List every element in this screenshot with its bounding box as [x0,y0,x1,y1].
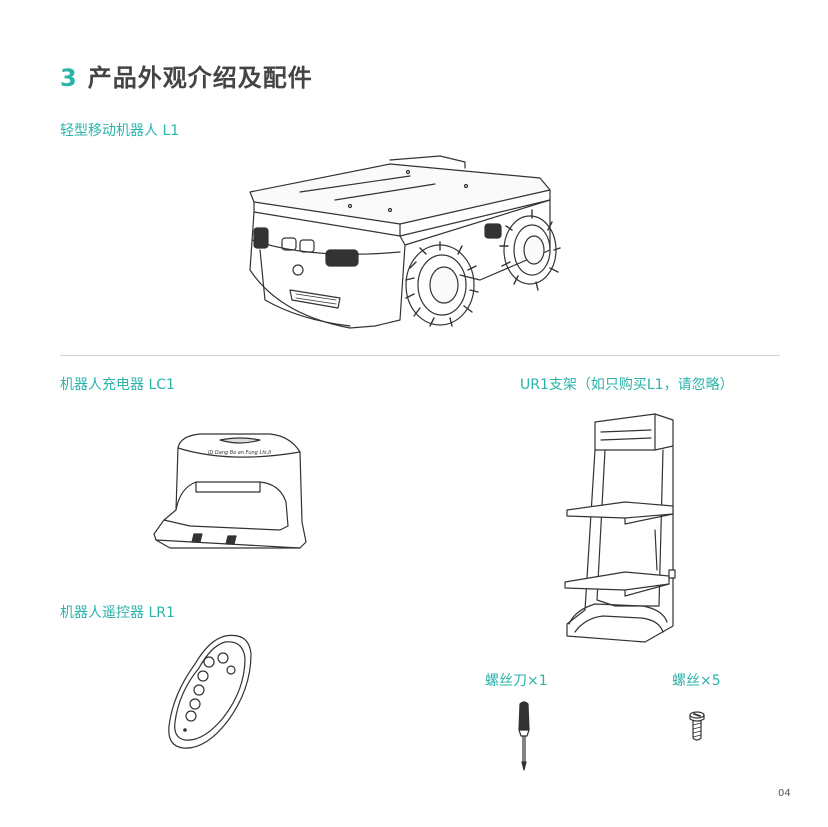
charger-device-text: JD Dang Bo en Fung Lfs.II [207,450,272,456]
section-number: 3 [60,64,78,92]
section-divider [60,355,780,356]
section-title: 产品外观介绍及配件 [87,64,313,92]
page-number: 04 [778,788,791,799]
robot-l1-illustration [240,150,560,340]
screwdriver-illustration [512,700,536,772]
screwdriver-label: 螺丝刀×1 [485,673,548,689]
remote-label: 机器人遥控器 LR1 [60,605,175,621]
charger-lc1-illustration: JD Dang Bo en Fung Lfs.II [150,430,315,560]
page-title: 3 产品外观介绍及配件 [60,58,313,93]
stand-ur1-illustration [555,410,685,645]
screw-label: 螺丝×5 [672,673,721,689]
screw-illustration [688,710,706,744]
charger-label: 机器人充电器 LC1 [60,377,175,393]
remote-lr1-illustration [165,630,255,755]
stand-label: UR1支架（如只购买L1，请忽略） [520,377,734,393]
robot-label: 轻型移动机器人 L1 [60,123,180,139]
